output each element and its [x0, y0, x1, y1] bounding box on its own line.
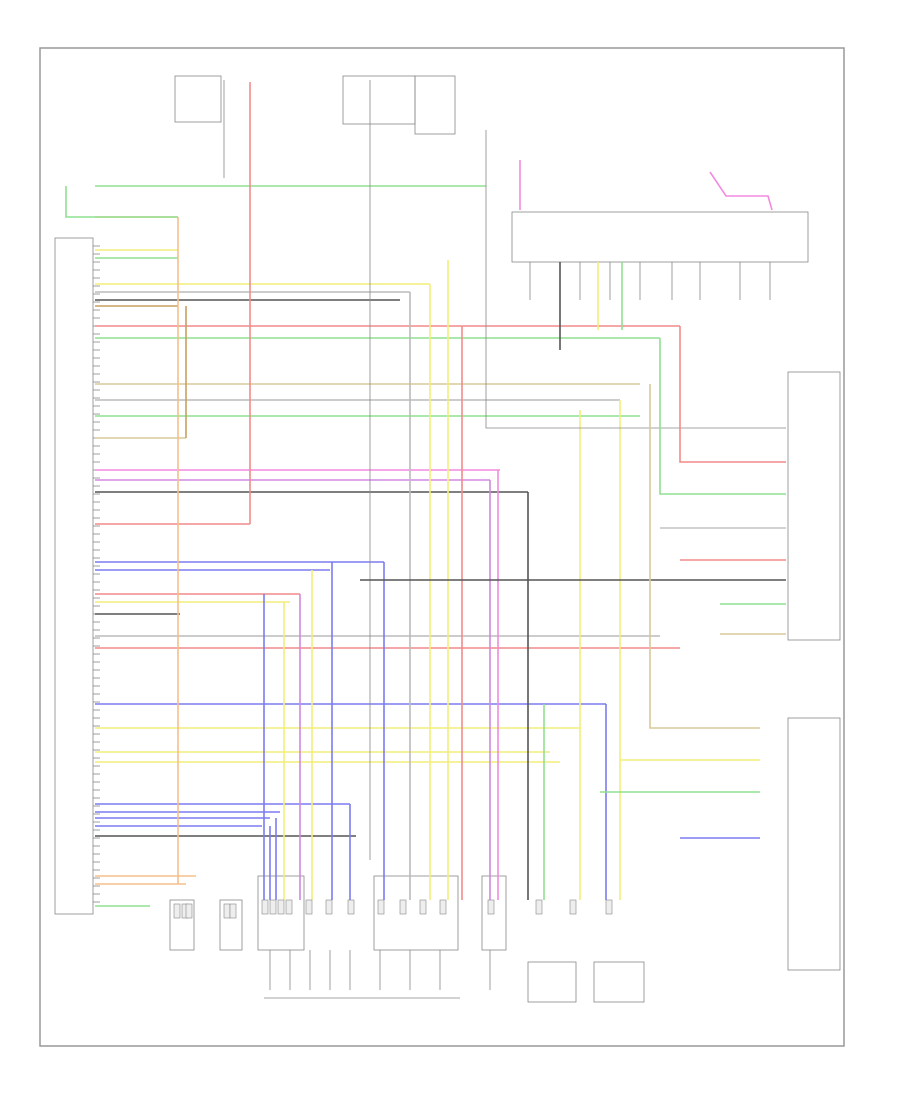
solenoid-group-a	[257, 875, 305, 951]
component-pin	[261, 899, 269, 915]
component-pin	[487, 899, 495, 915]
component-pin	[535, 899, 543, 915]
component-pin	[229, 903, 237, 919]
component-pin	[419, 899, 427, 915]
wire-tan-down	[649, 384, 760, 729]
component-pin	[325, 899, 333, 915]
component-pin	[305, 899, 313, 915]
component-pin	[569, 899, 577, 915]
solenoid-group-b	[373, 875, 459, 951]
speed-sensor-b	[593, 961, 645, 1003]
component-pin	[185, 903, 193, 919]
relay-box	[414, 75, 456, 135]
component-pin	[173, 903, 181, 919]
gear-position-switch	[787, 371, 841, 641]
shift-lock-solenoid	[169, 899, 195, 951]
wire-grn-top	[65, 186, 178, 218]
tcm-connector-block	[54, 237, 94, 915]
component-pin	[277, 899, 285, 915]
component-pin	[377, 899, 385, 915]
wire-pnk-b	[709, 171, 773, 211]
selector-switch-box	[511, 211, 809, 263]
brake-switch-box	[219, 899, 243, 951]
wire-right-loop	[485, 130, 786, 429]
wires-layer	[65, 80, 786, 999]
speed-sensor-a	[527, 961, 577, 1003]
component-pin	[269, 899, 277, 915]
temp-sensor-box	[481, 875, 507, 951]
pressure-switch-box	[174, 75, 222, 123]
wire-grn-right	[659, 338, 786, 495]
wire-red-right	[679, 326, 786, 463]
mode-switch-panel	[787, 717, 841, 971]
component-pin	[223, 903, 231, 919]
component-pin	[399, 899, 407, 915]
diagram-frame	[39, 47, 845, 1047]
pins-layer	[173, 899, 613, 919]
component-pin	[605, 899, 613, 915]
component-pin	[285, 899, 293, 915]
component-pin	[439, 899, 447, 915]
ignition-relay-box	[342, 75, 416, 125]
component-pin	[347, 899, 355, 915]
